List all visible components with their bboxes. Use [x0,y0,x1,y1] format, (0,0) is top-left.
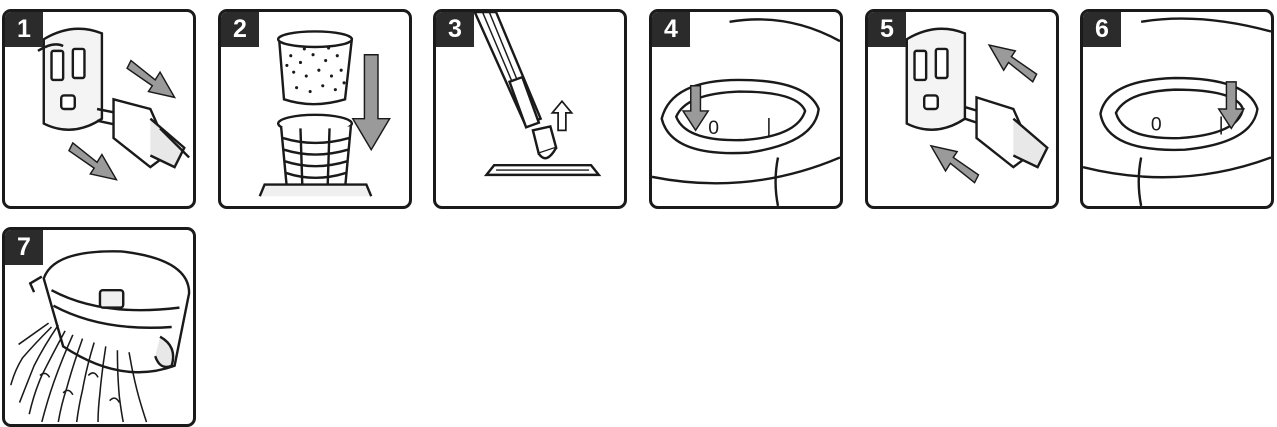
step-1-panel: 1 [2,9,196,209]
outlet-icon [38,29,102,130]
step-2-panel: 2 [218,9,412,209]
tank-icon [30,251,189,372]
step-4-panel: 4 0 | [649,9,843,209]
step-7-panel: 7 [2,227,196,427]
switch-mark-off: 0 [1151,113,1162,135]
filter-icon [278,31,352,104]
outlet-icon [907,29,965,130]
filter-cage-icon [260,115,371,196]
plug-icon [965,97,1047,167]
plug-icon [97,99,189,167]
step-5-panel: 5 [865,9,1059,209]
step-number-badge: 4 [652,12,690,47]
arrow-up-icon [552,101,571,130]
step-3-panel: 3 [433,9,627,209]
arrow-down-icon [353,55,390,150]
step-number-badge: 7 [5,230,43,265]
step-number-badge: 5 [868,12,906,47]
step-number-badge: 6 [1083,12,1121,47]
wand-icon [475,12,541,127]
step-number-badge: 3 [436,12,474,47]
step-number-badge: 2 [221,12,259,47]
rocker-switch-icon: 0 | [662,80,819,153]
switch-mark-on: | [766,115,771,137]
step-6-panel: 6 0 | [1080,9,1274,209]
switch-mark-off: 0 [708,117,719,139]
step-number-badge: 1 [5,12,43,47]
floor-tool-icon [486,126,598,174]
